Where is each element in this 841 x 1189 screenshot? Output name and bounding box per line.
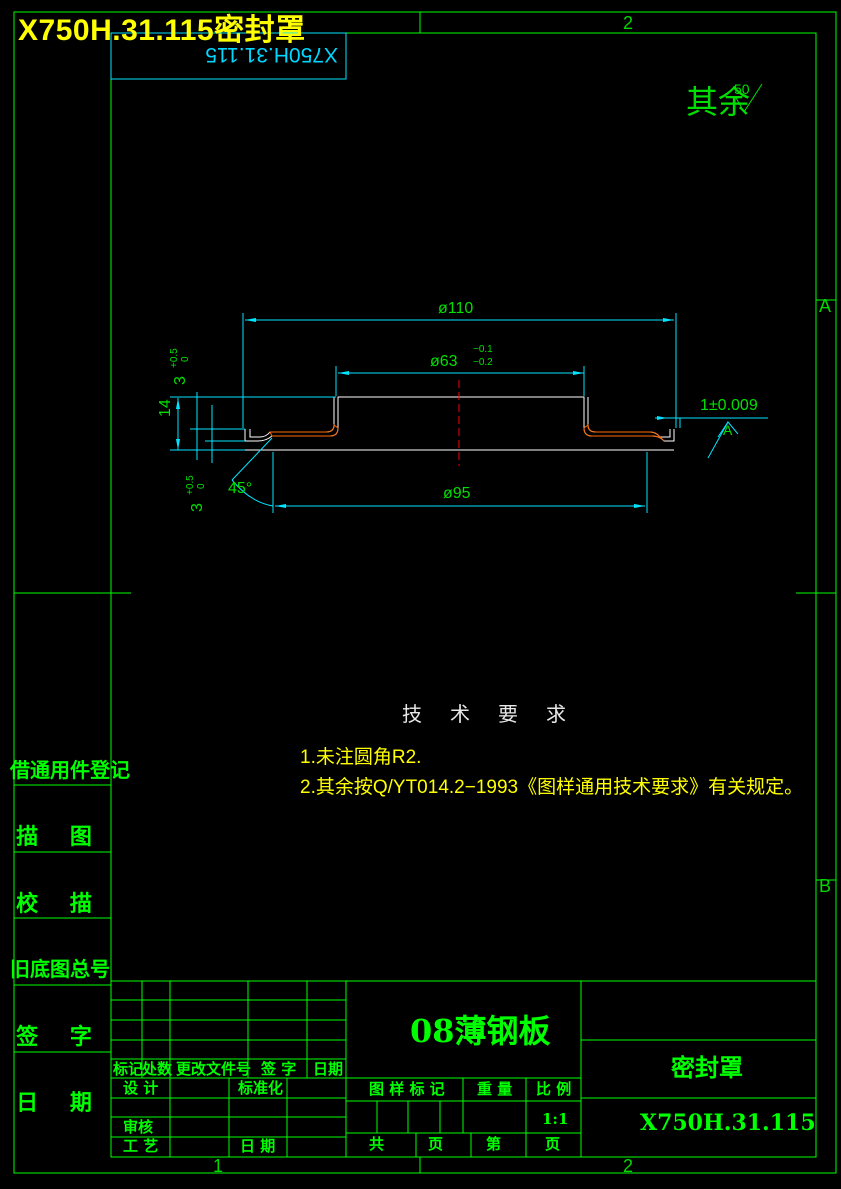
surface-finish-value: 50 — [734, 81, 750, 97]
rev-header-count: 处数 — [142, 1060, 173, 1078]
total-label: 共 — [369, 1135, 385, 1153]
rev-header-date: 日期 — [313, 1060, 344, 1078]
dim-step-upper: 3 — [172, 376, 189, 385]
zone-col-bottom-2: 2 — [623, 1156, 634, 1176]
zone-row-a: A — [819, 296, 832, 316]
side-tracing: 描 图 — [16, 824, 104, 850]
tech-requirement-2: 2.其余按Q/YT014.2−1993《图样通用技术要求》有关规定。 — [300, 777, 804, 798]
dim-step-upper-tol-plus: +0.5 — [169, 348, 180, 368]
dimension-arrows — [176, 318, 674, 508]
zone-col-top-2: 2 — [623, 13, 634, 33]
dim-angle: 45° — [228, 480, 253, 497]
mirrored-code: X750H.31.115 — [205, 43, 338, 66]
zone-row-b: B — [819, 876, 832, 896]
dim-step-lower: 3 — [189, 503, 206, 512]
surface-finish-label: 其余 — [686, 83, 751, 121]
frame-lines — [13, 11, 837, 1174]
side-date: 日 期 — [16, 1090, 104, 1116]
side-check-tracing: 校 描 — [16, 891, 104, 917]
tech-requirements-title: 技术要求 — [402, 702, 594, 726]
side-signature: 签 字 — [16, 1024, 104, 1050]
dim-step-lower-tol-zero: 0 — [196, 483, 207, 489]
dimension-lines — [170, 313, 768, 513]
review-label: 审核 — [123, 1118, 154, 1136]
side-old-drawing-number: 旧底图总号 — [10, 957, 110, 981]
sheets-label: 页 — [428, 1135, 444, 1153]
rev-header-change-doc: 更改文件号 — [176, 1060, 252, 1078]
side-registration: 借通用件登记 — [10, 758, 130, 782]
part-section-fill — [269, 424, 665, 442]
process-label: 工 艺 — [123, 1137, 159, 1155]
dim-height: 14 — [157, 399, 174, 417]
dim-inner-tol-upper: −0.1 — [473, 344, 493, 355]
tech-requirement-1: 1.未注圆角R2. — [300, 747, 422, 768]
dim-step-upper-tol-zero: 0 — [180, 356, 191, 362]
rev-header-signature: 签 字 — [261, 1060, 297, 1078]
drawing-number: X750H.31.115 — [640, 1110, 816, 1136]
scale-label: 比 例 — [536, 1080, 572, 1098]
datum-label: A — [723, 422, 733, 438]
drawing-mark-label: 图 样 标 记 — [369, 1080, 445, 1098]
scale-value: 1:1 — [542, 1110, 569, 1128]
drawing-title: X750H.31.115密封罩 — [18, 14, 306, 47]
dim-thickness: 1±0.009 — [700, 397, 758, 414]
dim-inner-tol-lower: −0.2 — [473, 357, 493, 368]
design-label: 设 计 — [123, 1079, 159, 1097]
date-label: 日 期 — [240, 1137, 276, 1155]
dim-bottom-diameter: ø95 — [443, 485, 471, 502]
page-label: 页 — [545, 1135, 561, 1153]
mirrored-code-box — [110, 32, 347, 80]
rev-header-mark: 标记 — [113, 1060, 144, 1078]
sheet-no-label: 第 — [486, 1135, 502, 1153]
dim-outer-diameter: ø110 — [438, 300, 474, 317]
title-block-lines — [110, 980, 817, 1158]
part-name: 密封罩 — [671, 1053, 743, 1082]
zone-col-bottom-1: 1 — [213, 1156, 224, 1176]
standardization-label: 标准化 — [238, 1079, 284, 1097]
weight-label: 重 量 — [477, 1080, 513, 1098]
material: 08薄钢板 — [410, 1012, 551, 1050]
dim-step-lower-tol-plus: +0.5 — [185, 475, 196, 495]
dim-inner-diameter: ø63 — [430, 353, 458, 370]
surface-finish-symbol — [734, 83, 763, 113]
